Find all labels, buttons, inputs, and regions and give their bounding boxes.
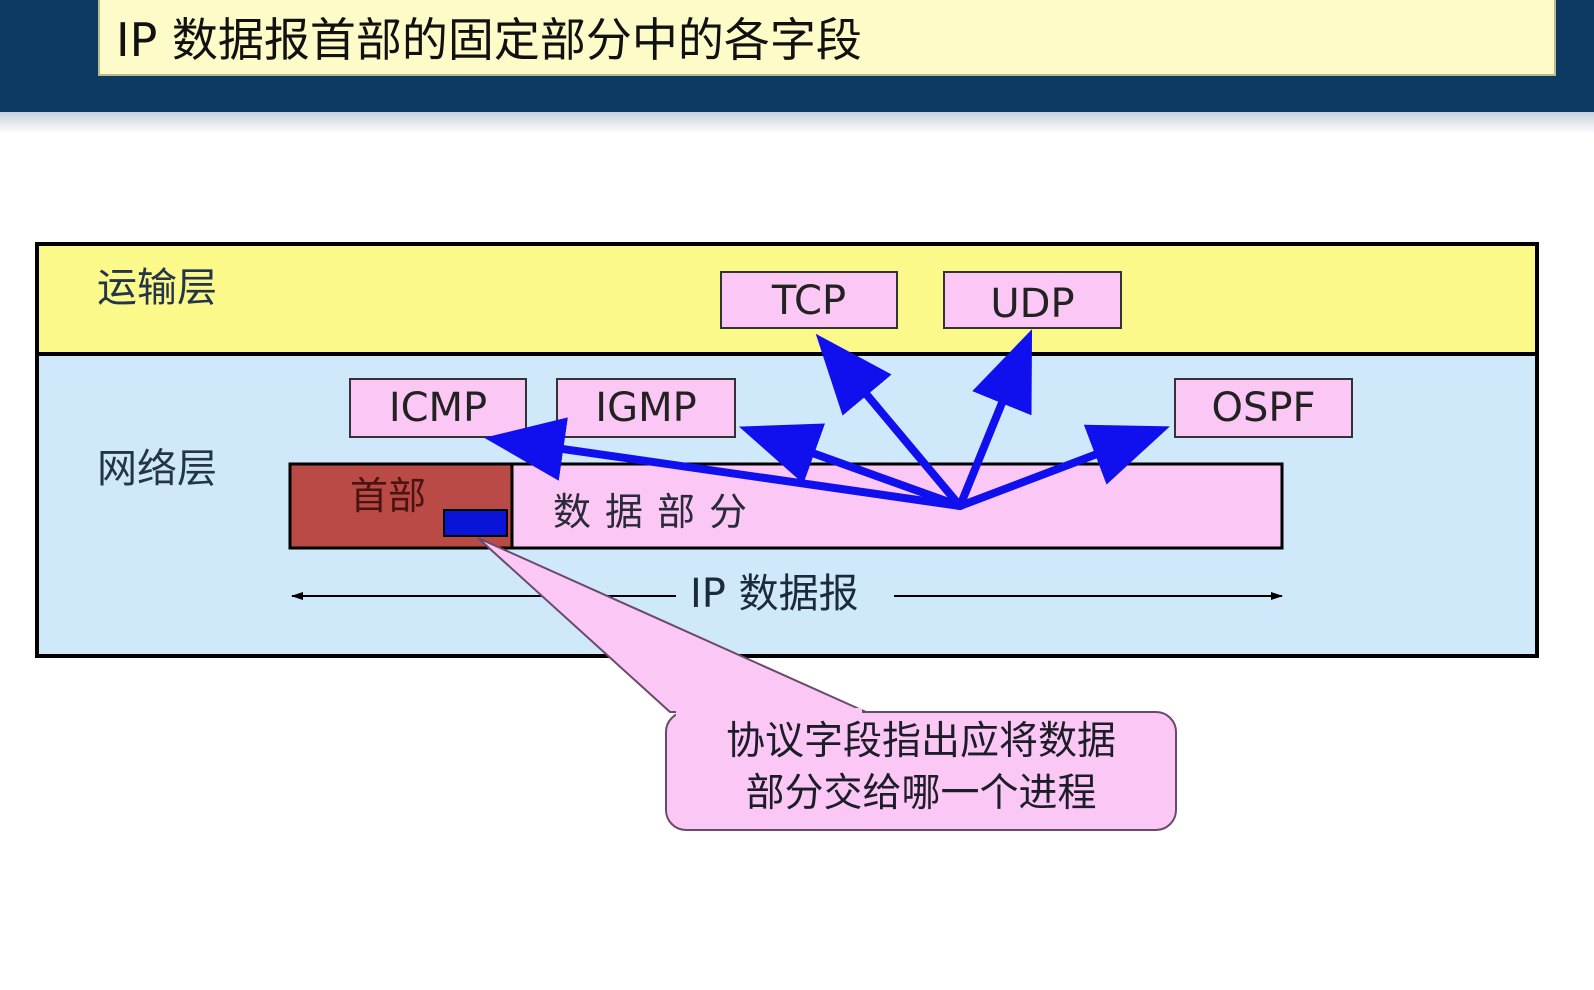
header-field-label: 首部 bbox=[350, 474, 427, 518]
arrow-to-ospf bbox=[956, 424, 1170, 510]
protocol-field-block bbox=[443, 509, 508, 537]
tcp-label: TCP bbox=[771, 278, 847, 324]
tcp-box bbox=[720, 271, 898, 329]
network-layer-label: 网络层 bbox=[97, 446, 217, 492]
callout-pointer-joint bbox=[676, 708, 862, 718]
igmp-box bbox=[556, 378, 736, 438]
arrow-to-tcp bbox=[815, 333, 964, 510]
ospf-label: OSPF bbox=[1211, 385, 1316, 431]
udp-box bbox=[943, 271, 1122, 329]
icmp-label: ICMP bbox=[388, 385, 488, 431]
arrow-to-igmp bbox=[738, 423, 964, 510]
callout-line-1: 协议字段指出应将数据 bbox=[725, 719, 1116, 764]
title-bar-shadow bbox=[0, 112, 1594, 134]
callout-box bbox=[665, 711, 1177, 831]
slide-title: IP 数据报首部的固定部分中的各字段 bbox=[116, 13, 862, 67]
arrow-to-icmp bbox=[484, 417, 964, 510]
title-box: IP 数据报首部的固定部分中的各字段 bbox=[98, 0, 1556, 76]
ospf-box bbox=[1174, 378, 1353, 438]
icmp-box bbox=[349, 378, 527, 438]
ip-datagram-label: IP 数据报 bbox=[676, 574, 873, 614]
igmp-label: IGMP bbox=[595, 385, 697, 431]
transport-layer-label: 运输层 bbox=[97, 265, 217, 311]
arrow-to-udp bbox=[956, 329, 1033, 510]
udp-label: UDP bbox=[990, 281, 1075, 327]
data-field-label: 数据部分 bbox=[553, 490, 762, 534]
callout-text: 协议字段指出应将数据 部分交给哪一个进程 bbox=[666, 716, 1176, 820]
callout-line-2: 部分交给哪一个进程 bbox=[745, 771, 1097, 816]
